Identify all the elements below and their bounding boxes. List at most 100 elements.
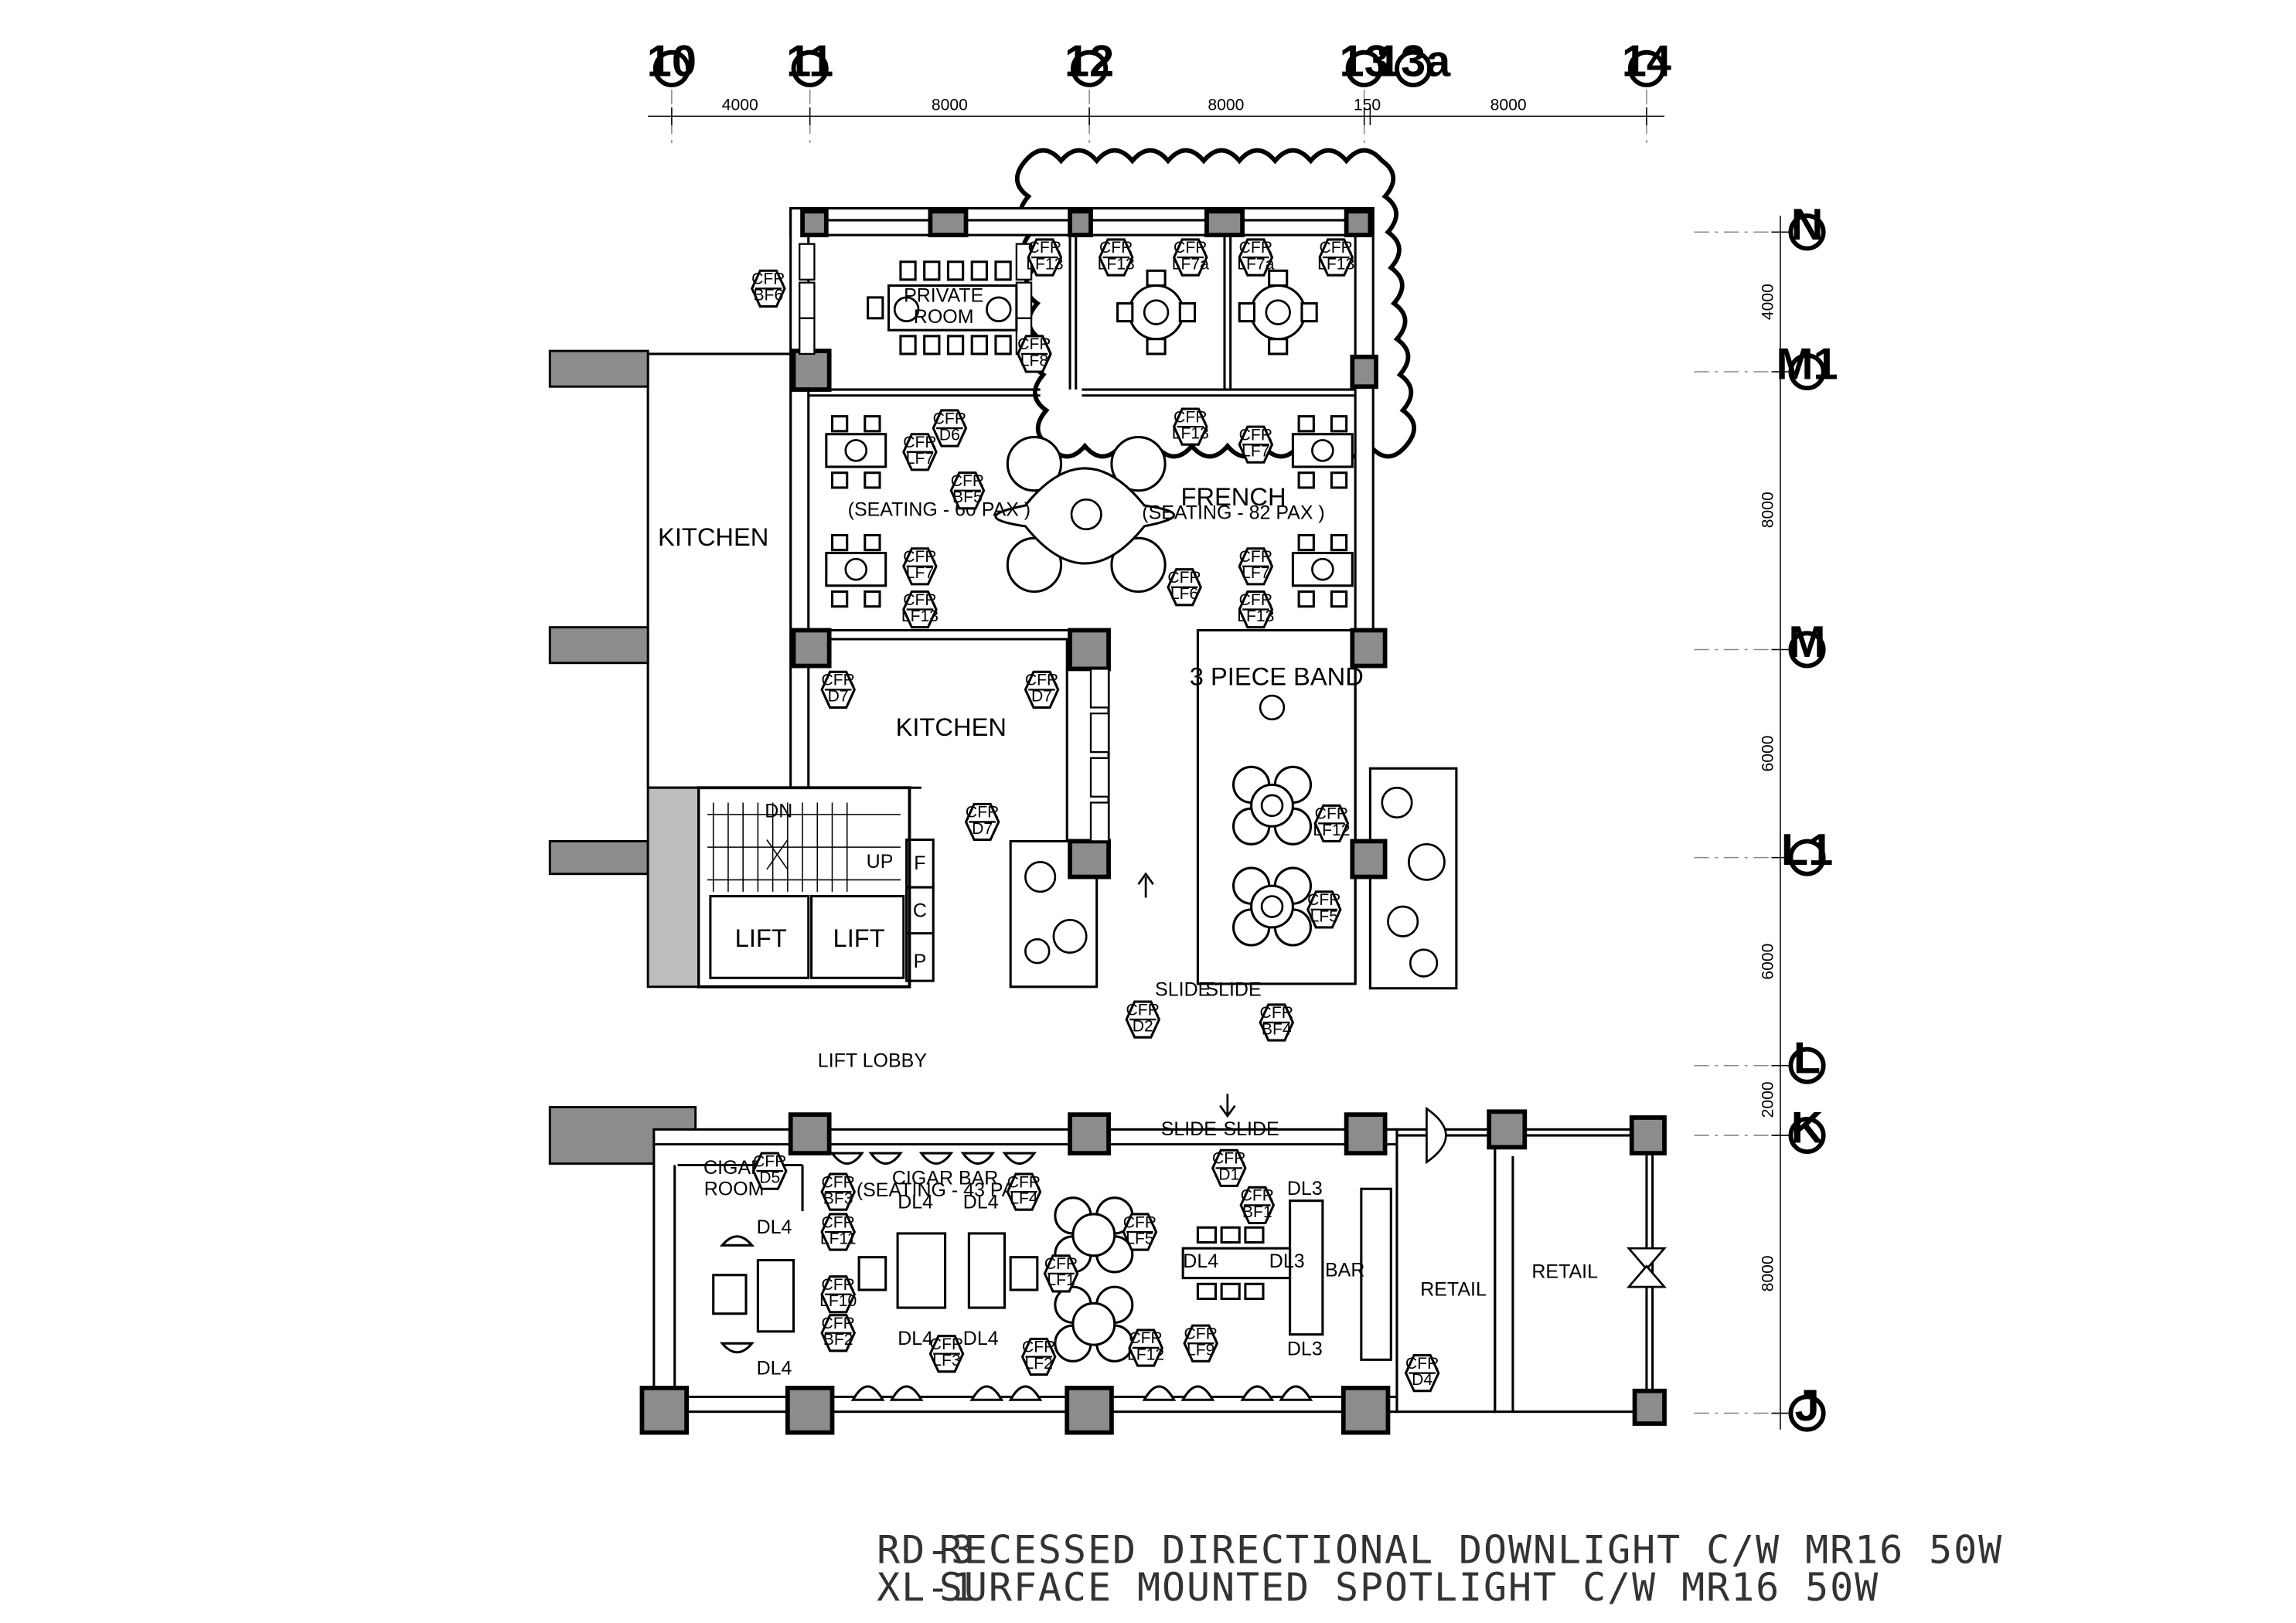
label-kitchen-left: KITCHEN: [658, 522, 768, 551]
grid-bubble-13a: 13a: [1376, 36, 1451, 87]
label-lift-1: LIFT: [735, 924, 787, 952]
grid-bubble-13: 13: [1340, 36, 1389, 87]
fixture-tag-code: LF8: [1020, 352, 1048, 369]
dim-top-5: 8000: [1490, 97, 1527, 114]
fixture-tag-code: LF7: [1242, 443, 1269, 461]
dim-top-4: 150: [1354, 97, 1381, 114]
dl-label: DL3: [1287, 1178, 1323, 1199]
fixture-tag-top: CFR: [1017, 335, 1051, 353]
label-french-seating: (SEATING - 82 PAX ): [1142, 502, 1324, 523]
dim-top-3: 8000: [1208, 97, 1244, 114]
fixture-tag-code: LF2: [1025, 1355, 1053, 1373]
circulation-arrows: [1137, 872, 1236, 1118]
grid-bubbles-right: N M1 M L1 L K J: [1776, 200, 1838, 1432]
fixture-tag-top: CFR: [903, 591, 936, 609]
fixture-tag-code: LF7: [1242, 564, 1269, 582]
svg-text:L1: L1: [1781, 825, 1833, 875]
fixture-tag-top: CFR: [1129, 1329, 1162, 1347]
fixture-tag-top: CFR: [753, 1152, 786, 1170]
svg-text:K: K: [1791, 1104, 1824, 1153]
fixture-tag-code: LF11: [820, 1230, 857, 1247]
dim-right-3: 6000: [1759, 736, 1777, 772]
grid-bubble-12: 12: [1065, 36, 1114, 87]
fixture-tag-code: LF5: [1310, 907, 1338, 925]
legend-text-1: RECESSED DIRECTIONAL DOWNLIGHT C/W MR16 …: [939, 1528, 2003, 1573]
fixture-tag-top: CFR: [751, 270, 785, 288]
label-lift-2: LIFT: [833, 924, 885, 952]
private-room-table: [867, 260, 1018, 356]
fixture-tag-code: BF4: [1262, 1020, 1292, 1038]
dl-label: DL4: [898, 1328, 933, 1349]
fixture-tag-code: LF10: [819, 1292, 857, 1310]
fixture-tag-code: D6: [939, 426, 960, 444]
dim-top-2: 8000: [932, 97, 968, 114]
svg-text:11: 11: [786, 36, 833, 86]
svg-text:M1: M1: [1776, 340, 1838, 390]
fixture-tag-top: CFR: [1319, 239, 1352, 257]
fixture-tag-top: CFR: [821, 1276, 854, 1294]
fixture-tag-code: LF7: [906, 450, 934, 468]
grid-bubble-11: 11: [786, 36, 833, 87]
dim-top-1: 4000: [722, 97, 758, 114]
fixture-tag-code: D7: [972, 820, 993, 838]
label-bar: BAR: [1325, 1260, 1364, 1281]
fixture-tag-code: BF1: [1242, 1203, 1272, 1221]
fixture-tag-code: LF13: [1172, 424, 1209, 442]
dl-label: DL4: [963, 1191, 999, 1213]
label-slide-4: SLIDE: [1223, 1118, 1279, 1140]
cigar-bar-furniture: [712, 1152, 1313, 1401]
fixture-tag-code: D7: [1031, 688, 1052, 706]
revision-cloud: [1014, 148, 1416, 459]
fixture-tag-code: LF5: [1126, 1230, 1153, 1247]
grid-bubble-14: 14: [1622, 36, 1671, 87]
dl-label: DL4: [1183, 1250, 1218, 1272]
fixture-tag-code: BF5: [952, 488, 983, 506]
label-band: 3 PIECE BAND: [1190, 662, 1364, 691]
fixture-tag-top: CFR: [1184, 1325, 1218, 1342]
fixture-tags: CFRBF6CFRLF8CFRLF13CFRLF13CFRLF7aCFRLF7a…: [751, 238, 1440, 1393]
band-tables: [1231, 694, 1313, 947]
label-french: FRENCH: [1181, 482, 1286, 511]
grid-bubble-L: L: [1788, 1033, 1826, 1084]
dim-right-1: 4000: [1759, 284, 1777, 320]
grid-bubbles-top: 10 11 12 13 13a 14: [647, 36, 1671, 87]
grid-bubble-K: K: [1788, 1104, 1826, 1155]
fixture-tag-top: CFR: [1025, 672, 1058, 689]
svg-text:13: 13: [1340, 36, 1389, 86]
fixture-tag-code: LF7a: [1237, 255, 1274, 273]
fixture-tag-top: CFR: [1007, 1173, 1041, 1191]
dim-right-6: 8000: [1759, 1255, 1777, 1291]
label-cigar-bar: CIGAR BAR: [892, 1168, 998, 1189]
dl-labels: DL4 DL4 DL4 DL4 DL4 DL4 DL4 DL3 DL3 DL3: [757, 1178, 1323, 1380]
grid-bubble-L1: L1: [1781, 825, 1833, 876]
fixture-tag-top: CFR: [1212, 1150, 1245, 1168]
svg-text:14: 14: [1622, 36, 1671, 86]
dl-label: DL4: [757, 1358, 792, 1380]
fixture-tag-code: BF6: [753, 287, 783, 305]
fixture-tag-code: LF13: [1317, 255, 1354, 273]
label-retail-1: RETAIL: [1420, 1279, 1487, 1301]
grid-bubble-M: M: [1788, 618, 1826, 669]
fixture-tag-code: D4: [1412, 1371, 1432, 1389]
fixture-tag-top: CFR: [1239, 591, 1272, 609]
fixture-tag-top: CFR: [821, 1213, 854, 1231]
dl-label: DL3: [1269, 1250, 1305, 1272]
grid-bubble-N: N: [1788, 200, 1826, 251]
